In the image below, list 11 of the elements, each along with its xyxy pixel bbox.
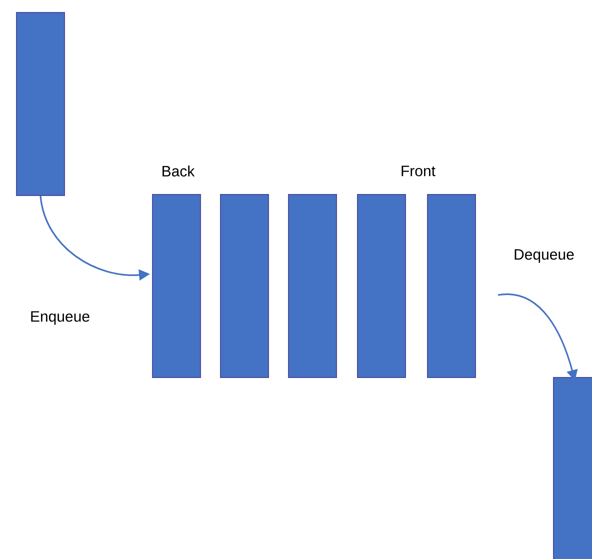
bar-caption: Front [402,166,436,176]
bar-caption: Back [162,166,195,176]
bar [357,194,406,378]
bar [288,194,337,378]
edge-label: Dequeue [512,248,576,264]
bar [553,377,592,559]
bar [16,12,65,196]
bar [152,194,201,378]
bar [427,194,476,378]
bar [220,194,269,378]
edge-label: Enqueue [28,310,92,326]
